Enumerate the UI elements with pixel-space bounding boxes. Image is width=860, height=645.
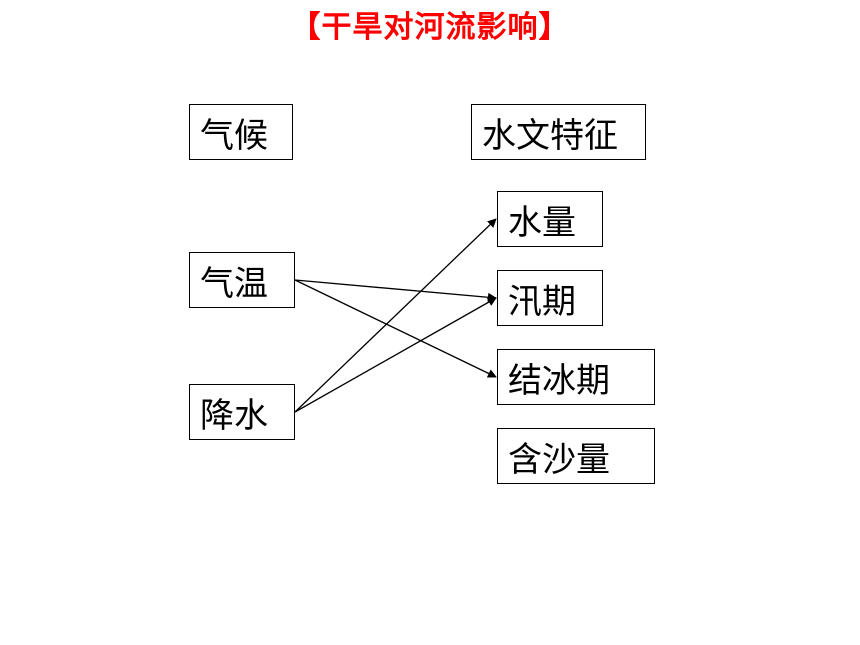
arrow-temperature-to-flood_season xyxy=(294,279,497,302)
box-precipitation: 降水 xyxy=(189,384,295,440)
box-sediment: 含沙量 xyxy=(497,428,655,484)
box-flood-season: 汛期 xyxy=(497,270,603,326)
arrow-precipitation-to-flood_season xyxy=(294,297,497,413)
box-freeze-period: 结冰期 xyxy=(497,349,655,405)
box-climate: 气候 xyxy=(189,104,293,160)
box-water-volume: 水量 xyxy=(497,191,603,247)
box-temperature: 气温 xyxy=(189,252,295,308)
page-title: 【干旱对河流影响】 xyxy=(290,10,570,45)
box-hydrology: 水文特征 xyxy=(471,104,646,160)
arrow-precipitation-to-water_volume xyxy=(294,218,497,413)
arrow-temperature-to-freeze_period xyxy=(294,279,497,378)
